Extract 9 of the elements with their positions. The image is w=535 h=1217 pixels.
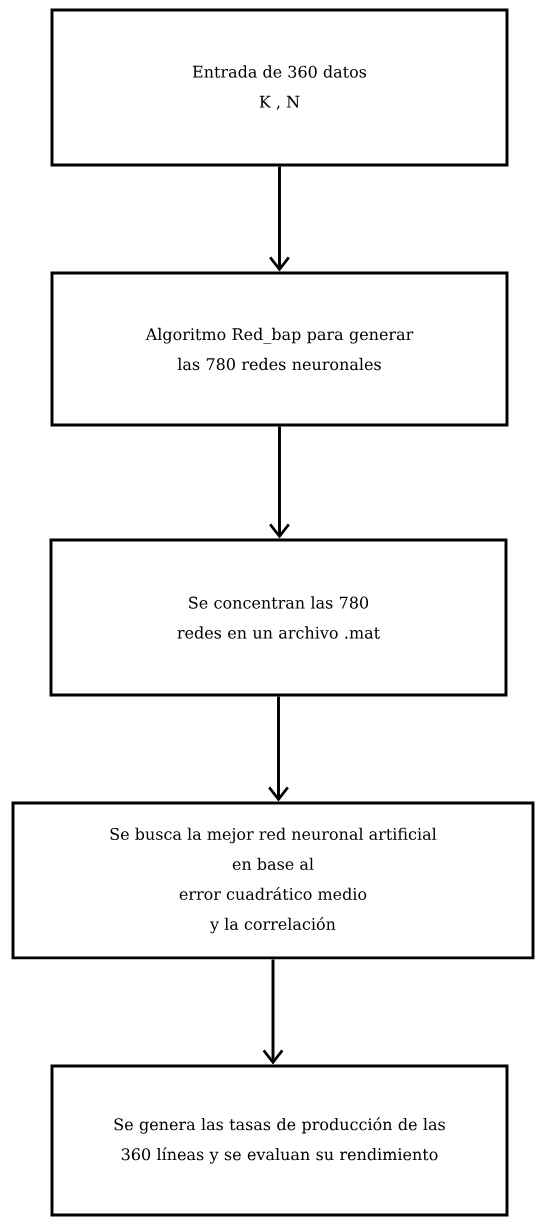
process-box: Entrada de 360 datos K , N [50,8,509,167]
arrow [268,696,289,802]
process-box: Se genera las tasas de producción de las 360 líneas y se evaluan su rendimiento [50,1064,509,1217]
arrow [269,426,290,539]
process-box: Se concentran las 780 redes en un archivo .mat [49,538,508,697]
process-box: Se busca la mejor red neuronal artificial en base al error cuadrático medio y la correlación [11,801,535,960]
arrow [269,166,290,272]
arrow [262,959,284,1065]
process-box: Algoritmo Red_bap para generar las 780 redes neuronales [50,271,509,427]
